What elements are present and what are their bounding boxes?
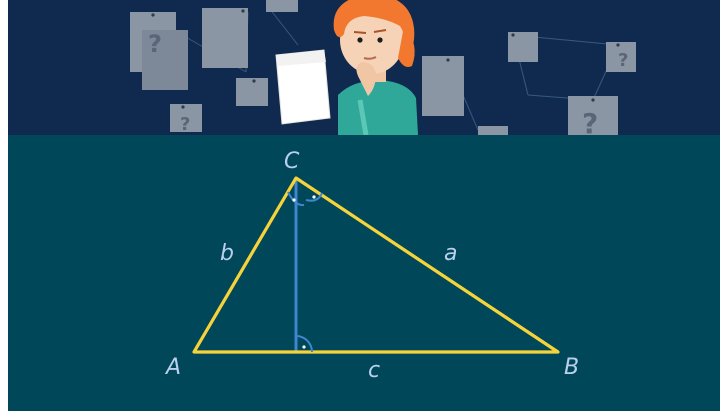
question-mark-icon: ? <box>582 107 598 140</box>
vertex-label-a: A <box>164 355 181 380</box>
triangle-outline <box>192 176 560 354</box>
thinking-person-figure <box>275 0 418 136</box>
note-10 <box>478 126 508 136</box>
side-label-c: c <box>368 358 380 383</box>
note-2 <box>202 8 248 68</box>
side-label-b: b <box>220 241 234 266</box>
vertex-label-b: B <box>564 355 579 380</box>
side-label-a: a <box>444 241 457 266</box>
right-angle-mark-base <box>295 335 313 353</box>
note-6 <box>422 56 464 116</box>
question-note-5: ? <box>170 104 202 135</box>
vertex-label-c: C <box>284 149 300 174</box>
illustration-canvas: ? ? <box>8 0 720 411</box>
right-angle-mark-right <box>305 192 323 202</box>
note-3 <box>266 0 298 12</box>
note-7 <box>508 32 538 62</box>
note-4 <box>236 78 268 106</box>
question-mark-icon: ? <box>618 50 628 71</box>
right-angle-mark-left <box>287 191 305 207</box>
lesson-illustration: ? ? <box>8 0 720 411</box>
question-note-9: ? <box>568 96 618 140</box>
question-note-8: ? <box>606 42 636 72</box>
triangle-diagram <box>192 176 560 354</box>
question-mark-icon: ? <box>148 30 162 58</box>
question-mark-icon: ? <box>180 114 190 135</box>
question-note-1: ? <box>130 12 188 90</box>
bottom-panel-background <box>8 135 720 411</box>
